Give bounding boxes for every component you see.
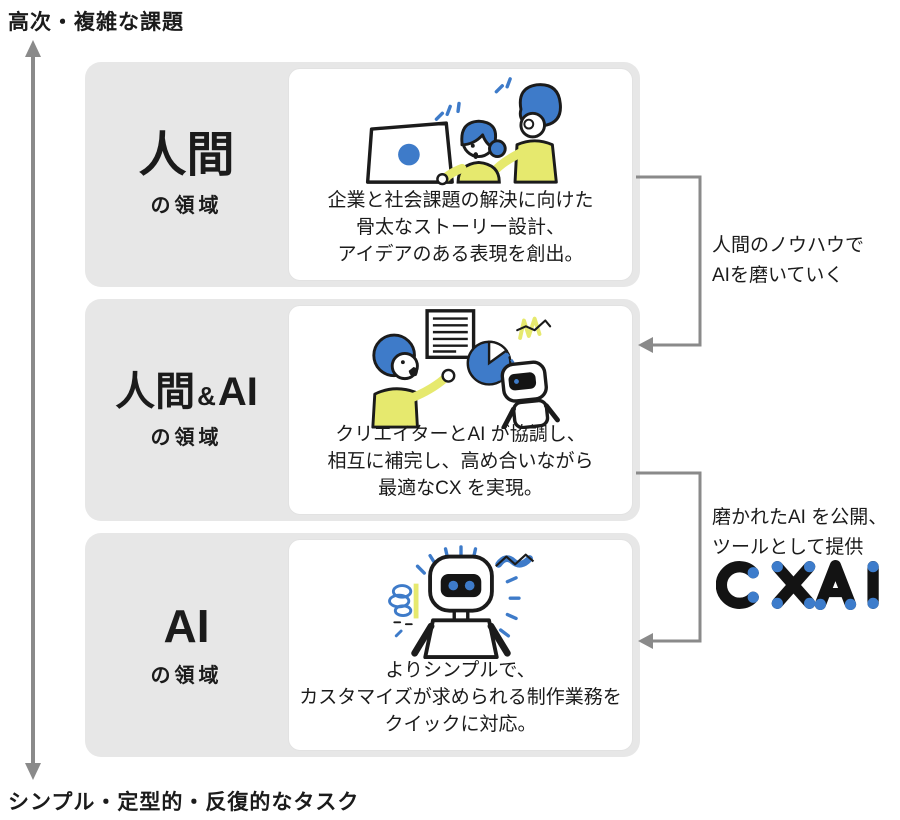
panel-ai-description: よりシンプルで、 カスタマイズが求められる制作業務を クイックに対応。 bbox=[299, 660, 622, 735]
panel-human-description: 企業と社会課題の解決に向けた 骨太なストーリー設計、 アイデアのある表現を創出。 bbox=[327, 190, 594, 265]
panel-human-label: 人間 の領域 bbox=[85, 62, 288, 287]
panel-ai-card: よりシンプルで、 カスタマイズが求められる制作業務を クイックに対応。 bbox=[288, 539, 633, 751]
panel-ai-title: AI bbox=[163, 600, 210, 653]
panel-human-and-ai-card: クリエイターとAI が協調し、 相互に補完し、高め合いながら 最適なCX を実現… bbox=[288, 305, 633, 515]
sparkle-icon bbox=[415, 544, 521, 638]
feedback-arrow-human-to-ai bbox=[636, 175, 702, 353]
axis-top-label: 高次・複雑な課題 bbox=[8, 11, 184, 34]
robot-illustration bbox=[289, 544, 632, 659]
panel-human-and-ai-title: 人間&AI bbox=[115, 369, 258, 414]
panel-human-and-ai-description: クリエイターとAI が協調し、 相互に補完し、高め合いながら 最適なCX を実現… bbox=[327, 424, 594, 499]
panel-human-title: 人間 bbox=[138, 128, 235, 182]
panel-ai-domain: AI の領域 bbox=[85, 533, 640, 757]
panel-human-and-ai-label: 人間&AI の領域 bbox=[85, 299, 288, 521]
panel-human-domain: 人間 の領域 bbox=[85, 62, 640, 287]
panel-human-card: 企業と社会課題の解決に向けた 骨太なストーリー設計、 アイデアのある表現を創出。 bbox=[288, 68, 633, 281]
cxai-logo bbox=[716, 559, 879, 611]
publish-arrow-ai-to-tool bbox=[636, 471, 702, 649]
panel-human-and-ai-subtitle: の領域 bbox=[150, 426, 223, 449]
sparkle-icon bbox=[434, 77, 512, 121]
cxai-logo-text: CXAI bbox=[0, 0, 1, 1]
robot-icon bbox=[410, 554, 511, 659]
annotation-refine-ai: 人間のノウハウで AIを磨いていく bbox=[712, 235, 865, 286]
creator-and-robot-illustration bbox=[289, 308, 632, 429]
panel-human-and-ai-domain: 人間&AI の領域 bbox=[85, 299, 640, 521]
brush-icon bbox=[413, 583, 418, 618]
panel-ai-label: AI の領域 bbox=[85, 533, 288, 757]
robot-icon bbox=[500, 360, 560, 429]
panel-ai-subtitle: の領域 bbox=[150, 664, 223, 687]
panel-human-subtitle: の領域 bbox=[150, 195, 223, 218]
zigzag-icon bbox=[515, 316, 551, 340]
annotation-publish-tool: 磨かれたAI を公開、 ツールとして提供 bbox=[712, 507, 888, 558]
two-creators-at-laptop-illustration bbox=[289, 75, 632, 187]
axis-bottom-label: シンプル・定型的・反復的なタスク bbox=[8, 791, 360, 814]
vertical-double-arrow bbox=[25, 40, 41, 780]
